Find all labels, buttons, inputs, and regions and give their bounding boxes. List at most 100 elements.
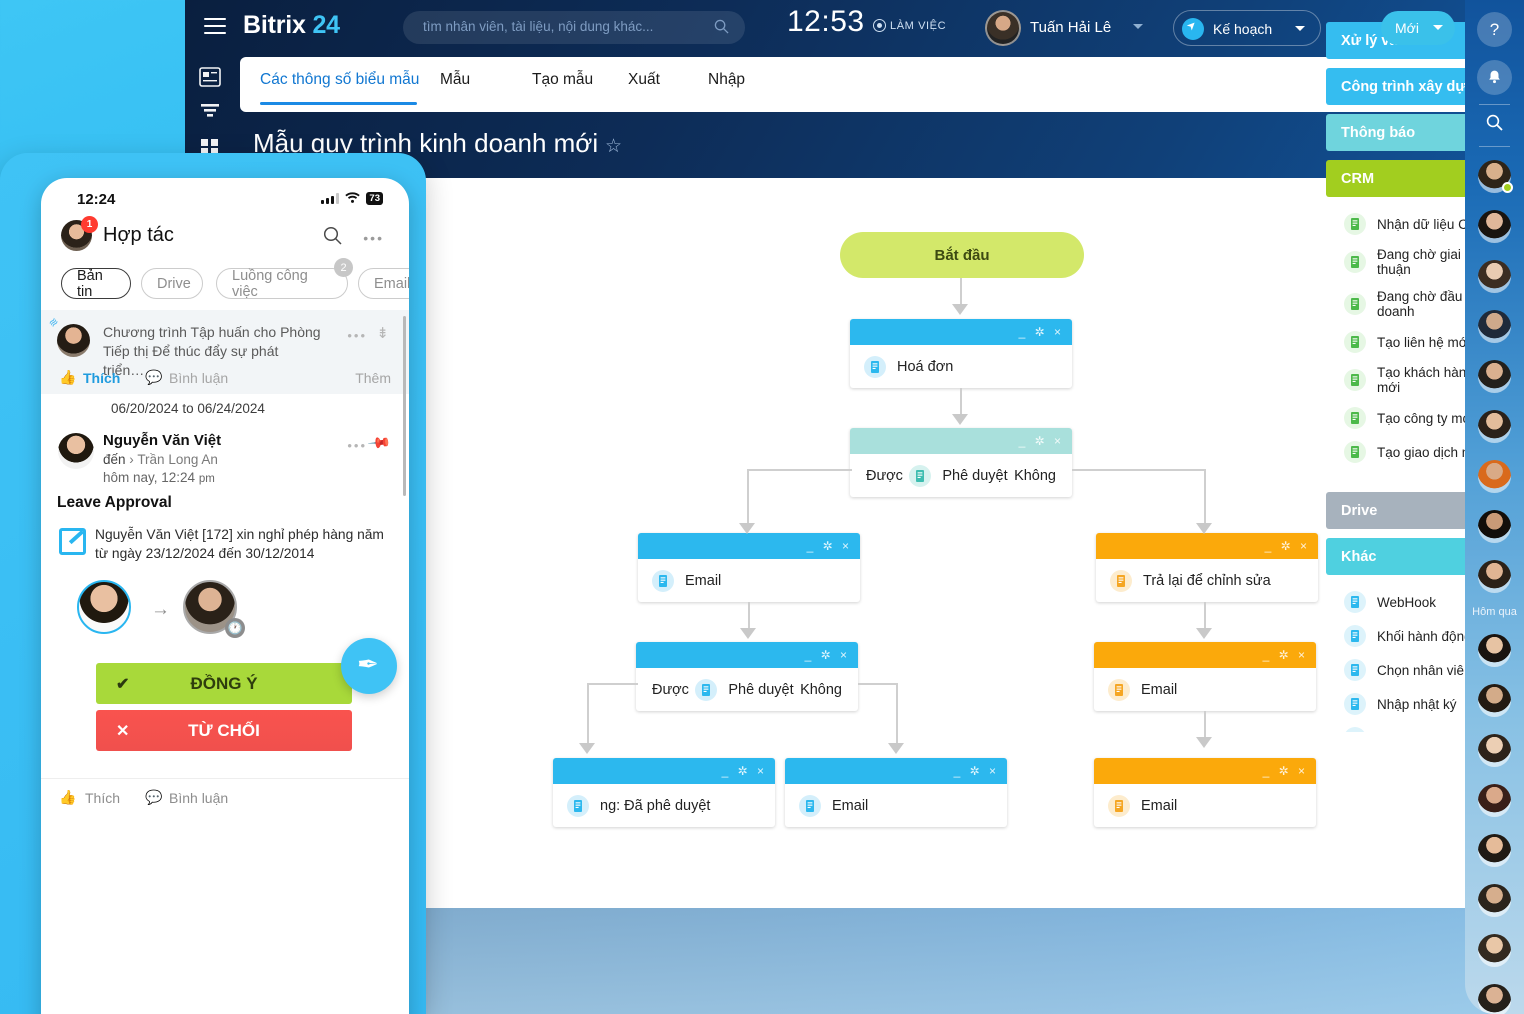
more-options-icon[interactable]: ••• xyxy=(363,230,384,246)
presence-avatar[interactable] xyxy=(1478,560,1511,593)
presence-avatar[interactable] xyxy=(1478,784,1511,817)
panel-item-funnel-icon[interactable]: Nhận dữ liệu CRM xyxy=(1326,207,1524,241)
grid-icon[interactable] xyxy=(199,137,221,157)
panel-item-clock-icon[interactable]: Khối hành động xyxy=(1326,619,1524,653)
flow-node-return[interactable]: _ ✲ ×Trả lại để chỉnh sửa xyxy=(1096,533,1318,602)
presence-avatar[interactable] xyxy=(1478,734,1511,767)
flow-node-start[interactable]: Bắt đầu xyxy=(840,232,1084,278)
chevron-down-icon[interactable] xyxy=(1133,24,1143,29)
phone-chip-1[interactable]: Drive xyxy=(141,268,203,299)
pin-icon[interactable]: ⇟ xyxy=(376,325,389,342)
help-button[interactable]: ? xyxy=(1477,12,1512,47)
panel-item-company-icon[interactable]: Tạo công ty mới xyxy=(1326,401,1524,435)
search-icon[interactable] xyxy=(323,226,342,245)
more-button[interactable]: Thêm xyxy=(355,370,391,386)
like-button[interactable]: Thích xyxy=(83,370,121,386)
presence-avatar[interactable] xyxy=(1478,510,1511,543)
node-window-controls[interactable]: _ ✲ × xyxy=(1264,539,1310,553)
reject-button[interactable]: ✕ TỪ CHỐI xyxy=(96,710,352,751)
post-recipient-name[interactable]: Trần Long An xyxy=(137,452,218,467)
panel-item-document-icon[interactable]: WebHook xyxy=(1326,585,1524,619)
node-label: Email xyxy=(1141,681,1178,698)
phone-feed[interactable]: ≋ Chương trình Tập huấn cho Phòng Tiếp t… xyxy=(41,310,409,985)
panel-item-document-icon[interactable]: Đặt các biến xyxy=(1326,721,1524,732)
node-window-controls[interactable]: _ ✲ × xyxy=(804,648,850,662)
tab-4[interactable]: Nhập xyxy=(708,71,746,88)
avatar[interactable] xyxy=(985,10,1021,46)
tab-2[interactable]: Tạo mẫu xyxy=(532,71,594,88)
like-icon[interactable]: 👍 xyxy=(59,789,77,805)
flow-node-invoice[interactable]: _ ✲ × Hoá đơn xyxy=(850,319,1072,388)
presence-avatar[interactable] xyxy=(1478,460,1511,493)
like-button[interactable]: Thích xyxy=(85,790,121,806)
panel-item-clock-icon[interactable]: Chọn nhân viên xyxy=(1326,653,1524,687)
invite-button[interactable]: Mới xyxy=(1381,11,1455,45)
flow-node-status[interactable]: _ ✲ ×ng: Đã phê duyệt xyxy=(553,758,775,827)
presence-avatar[interactable] xyxy=(1478,360,1511,393)
presence-avatar[interactable] xyxy=(1478,934,1511,967)
node-titlebar: _ ✲ × xyxy=(1094,642,1316,668)
comment-icon[interactable]: 💬 xyxy=(145,369,163,385)
approve-button[interactable]: ✔ ĐỒNG Ý xyxy=(96,663,352,704)
search-icon[interactable] xyxy=(1486,114,1503,131)
panel-item-contact-icon[interactable]: Tạo liên hệ mới xyxy=(1326,325,1524,359)
plan-button[interactable]: Kế hoạch xyxy=(1173,10,1321,46)
node-window-controls[interactable]: _ ✲ × xyxy=(1018,325,1064,339)
panel-item-label: Tạo giao dịch mới xyxy=(1377,444,1485,460)
flow-connector xyxy=(1204,602,1206,632)
panel-item-document-icon[interactable]: Nhập nhật ký xyxy=(1326,687,1524,721)
flow-node-email3[interactable]: _ ✲ × Email xyxy=(1094,642,1316,711)
global-search-input[interactable]: tìm nhân viên, tài liệu, nội dung khác..… xyxy=(403,11,745,44)
tab-1[interactable]: Mẫu xyxy=(440,71,471,88)
tab-3[interactable]: Xuất xyxy=(628,71,660,88)
presence-avatar[interactable] xyxy=(1478,410,1511,443)
more-options-icon[interactable]: ••• xyxy=(347,328,367,343)
presence-avatar[interactable] xyxy=(1478,310,1511,343)
phone-chip-2[interactable]: Luồng công việc xyxy=(216,268,348,300)
node-window-controls[interactable]: _ ✲ × xyxy=(1262,764,1308,778)
flow-node-email1[interactable]: _ ✲ ×Email xyxy=(638,533,860,602)
phone-chip-0[interactable]: Bản tin xyxy=(61,268,131,300)
notifications-button[interactable] xyxy=(1477,60,1512,95)
funnel-icon[interactable] xyxy=(199,102,221,122)
node-window-controls[interactable]: _ ✲ × xyxy=(721,764,767,778)
node-window-controls[interactable]: _ ✲ × xyxy=(953,764,999,778)
news-icon[interactable] xyxy=(199,67,221,87)
node-window-controls[interactable]: _ ✲ × xyxy=(1262,648,1308,662)
node-window-controls[interactable]: _ ✲ × xyxy=(806,539,852,553)
pin-icon[interactable]: 📌 xyxy=(366,430,392,456)
presence-avatar[interactable] xyxy=(1478,884,1511,917)
feed-post-1[interactable]: ≋ Chương trình Tập huấn cho Phòng Tiếp t… xyxy=(41,310,409,394)
flow-connector xyxy=(858,683,896,685)
node-window-controls[interactable]: _ ✲ × xyxy=(1018,434,1064,448)
node-body: Email xyxy=(1094,668,1316,711)
flow-node-email4[interactable]: _ ✲ ×Email xyxy=(1094,758,1316,827)
menu-burger-icon[interactable] xyxy=(204,18,226,34)
presence-avatar[interactable] xyxy=(1478,210,1511,243)
comment-button[interactable]: Bình luận xyxy=(169,370,229,386)
presence-avatar[interactable] xyxy=(1478,984,1511,1014)
flow-node-email2[interactable]: _ ✲ ×Email xyxy=(785,758,1007,827)
comment-button[interactable]: Bình luận xyxy=(169,790,229,806)
node-body: Hoá đơn xyxy=(850,345,1072,388)
compose-fab-button[interactable] xyxy=(341,638,397,694)
presence-avatar[interactable] xyxy=(1478,634,1511,667)
phone-chip-3[interactable]: Email xyxy=(358,268,409,299)
more-options-icon[interactable]: ••• xyxy=(347,438,367,453)
node-titlebar: _ ✲ × xyxy=(553,758,775,784)
comment-icon[interactable]: 💬 xyxy=(145,789,163,805)
presence-rail: ? Hôm qua xyxy=(1465,0,1524,1014)
tab-0[interactable]: Các thông số biểu mẫu xyxy=(260,71,420,88)
scrollbar[interactable] xyxy=(403,316,406,496)
like-icon[interactable]: 👍 xyxy=(59,369,77,385)
presence-avatar[interactable] xyxy=(1478,260,1511,293)
favorite-star-icon[interactable]: ☆ xyxy=(605,136,623,157)
presence-avatar[interactable] xyxy=(1478,834,1511,867)
panel-item-funnel-icon[interactable]: Tạo giao dịch mới xyxy=(1326,435,1524,469)
presence-avatar[interactable] xyxy=(1478,684,1511,717)
